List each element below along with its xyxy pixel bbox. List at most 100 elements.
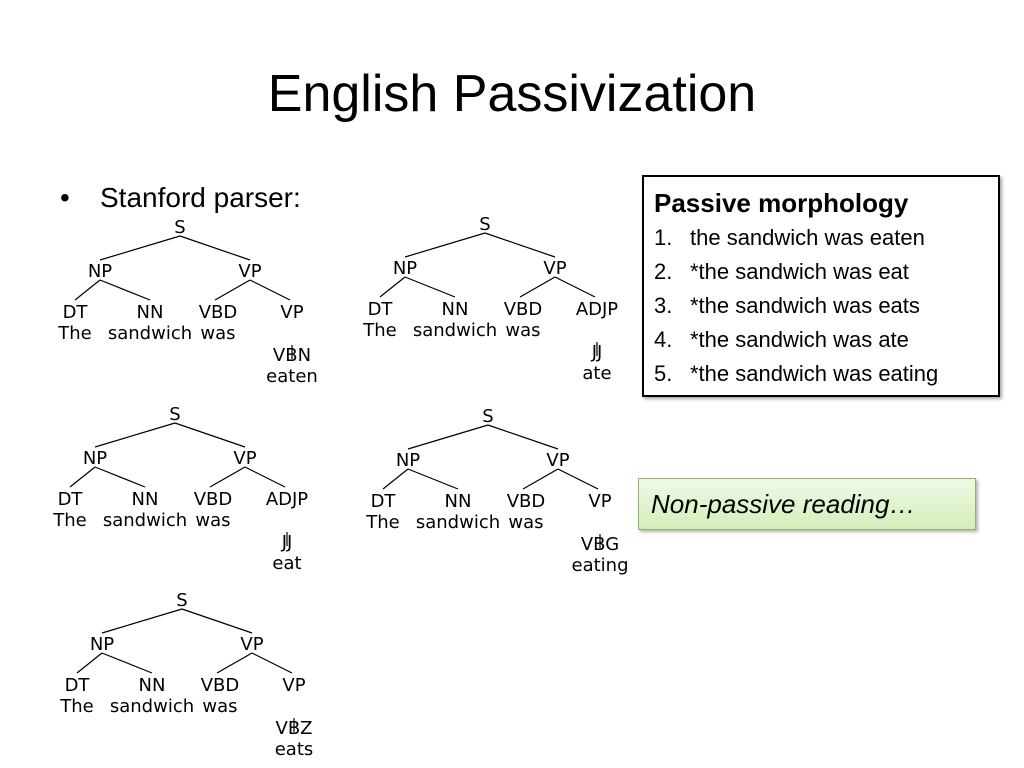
node-vbd: VBD xyxy=(194,489,233,510)
node-s: S xyxy=(479,214,490,235)
node-vbd: VBD xyxy=(507,491,546,512)
node-nn: NN xyxy=(139,675,166,696)
node-vp: VP xyxy=(233,448,256,469)
node-dt: DT xyxy=(58,489,84,510)
edge-vp-vbd xyxy=(522,468,559,490)
node-vbd: VBD xyxy=(199,302,238,323)
node-s: S xyxy=(176,590,187,611)
bullet-text: Stanford parser: xyxy=(100,182,301,213)
node-dt: DT xyxy=(65,675,91,696)
node-complement: VP xyxy=(280,302,303,323)
node-nn: NN xyxy=(132,489,159,510)
node-vp: VP xyxy=(238,261,261,282)
edge-vp-vbd xyxy=(214,279,251,301)
word-sandwich: sandwich xyxy=(416,512,500,533)
edge-np-nn xyxy=(99,279,151,301)
bullet-item: • Stanford parser: xyxy=(60,180,301,216)
word-verb: eat xyxy=(272,553,301,574)
node-vbd: VBD xyxy=(504,299,543,320)
node-vp: VP xyxy=(543,258,566,279)
node-s: S xyxy=(174,217,185,238)
list-item: 3. *the sandwich was eats xyxy=(654,289,988,323)
edge-s-vp xyxy=(487,424,559,450)
word-verb: eaten xyxy=(266,366,318,387)
word-verb: eating xyxy=(572,555,629,576)
word-the: The xyxy=(365,512,399,533)
word-was: was xyxy=(200,323,235,344)
word-the: The xyxy=(362,320,396,341)
passive-morphology-box: Passive morphology 1.the sandwich was ea… xyxy=(642,175,1000,397)
word-was: was xyxy=(508,512,543,533)
edge-np-dt xyxy=(382,468,409,490)
node-dt: DT xyxy=(63,302,89,323)
node-complement: ADJP xyxy=(266,489,308,510)
edge-vp-comp xyxy=(557,468,599,490)
edge-vp-comp xyxy=(244,466,286,488)
edge-s-vp xyxy=(174,422,246,448)
edge-np-nn xyxy=(94,466,146,488)
slide-title: English Passivization xyxy=(267,65,757,123)
list-item-text: *the sandwich was eat xyxy=(690,259,909,284)
node-nn: NN xyxy=(442,299,469,320)
node-np: NP xyxy=(396,450,420,471)
edge-np-nn xyxy=(101,652,153,674)
list-item-text: the sandwich was eaten xyxy=(690,225,925,250)
list-item-text: *the sandwich was eating xyxy=(690,361,939,386)
edge-vp-comp xyxy=(554,276,596,298)
bullet-dot: • xyxy=(60,182,70,213)
node-s: S xyxy=(482,406,493,427)
word-was: was xyxy=(195,510,230,531)
node-dt: DT xyxy=(371,491,397,512)
word-verb: ate xyxy=(582,363,611,384)
parse-tree-eaten: S NP VP DT The NN sandwich VBD was VP VB… xyxy=(57,217,318,387)
non-passive-note: Non-passive reading… xyxy=(638,478,976,530)
word-was: was xyxy=(202,696,237,717)
node-pos: VBG xyxy=(581,534,619,555)
edge-np-nn xyxy=(407,468,459,490)
node-s: S xyxy=(169,404,180,425)
word-sandwich: sandwich xyxy=(103,510,187,531)
list-item: 2.*the sandwich was eat xyxy=(654,255,988,289)
node-pos: JJ xyxy=(281,532,293,553)
edge-s-vp xyxy=(179,235,251,261)
list-item-number: 4. xyxy=(654,327,673,352)
edge-s-np xyxy=(99,235,181,261)
word-the: The xyxy=(59,696,93,717)
node-complement: VP xyxy=(588,491,611,512)
list-item-number: 1. xyxy=(654,225,673,250)
node-dt: DT xyxy=(368,299,394,320)
morphology-list: 1. the sandwich was eaten 2.*the sandwich… xyxy=(654,221,988,391)
edge-np-dt xyxy=(379,276,406,298)
edge-vp-comp xyxy=(251,652,293,674)
list-item: 4.*the sandwich was ate xyxy=(654,323,988,357)
edge-vp-comp xyxy=(249,279,291,301)
edge-s-np xyxy=(407,424,489,450)
node-vp: VP xyxy=(546,450,569,471)
node-vbd: VBD xyxy=(201,675,240,696)
node-complement: VP xyxy=(282,675,305,696)
edge-np-dt xyxy=(74,279,101,301)
list-item: 5.*the sandwich was eating xyxy=(654,357,988,391)
edge-vp-vbd xyxy=(216,652,253,674)
word-sandwich: sandwich xyxy=(110,696,194,717)
edge-s-np xyxy=(404,232,486,258)
node-np: NP xyxy=(88,261,112,282)
edge-np-dt xyxy=(76,652,103,674)
word-sandwich: sandwich xyxy=(108,323,192,344)
edge-np-nn xyxy=(404,276,456,298)
word-verb: eats xyxy=(275,739,314,760)
node-pos: JJ xyxy=(591,342,603,363)
word-sandwich: sandwich xyxy=(413,320,497,341)
node-np: NP xyxy=(90,634,114,655)
word-the: The xyxy=(52,510,86,531)
parse-tree-ate: S NP VP DT The NN sandwich VBD was ADJP … xyxy=(362,214,618,384)
edge-s-vp xyxy=(484,232,556,258)
edge-s-vp xyxy=(181,608,253,634)
edge-s-np xyxy=(94,422,176,448)
parse-tree-eat: S NP VP DT The NN sandwich VBD was ADJP … xyxy=(52,404,308,574)
list-item-text: *the sandwich was eats xyxy=(690,293,920,318)
word-the: The xyxy=(57,323,91,344)
edge-s-np xyxy=(101,608,183,634)
list-item-number: 3. xyxy=(654,293,673,318)
